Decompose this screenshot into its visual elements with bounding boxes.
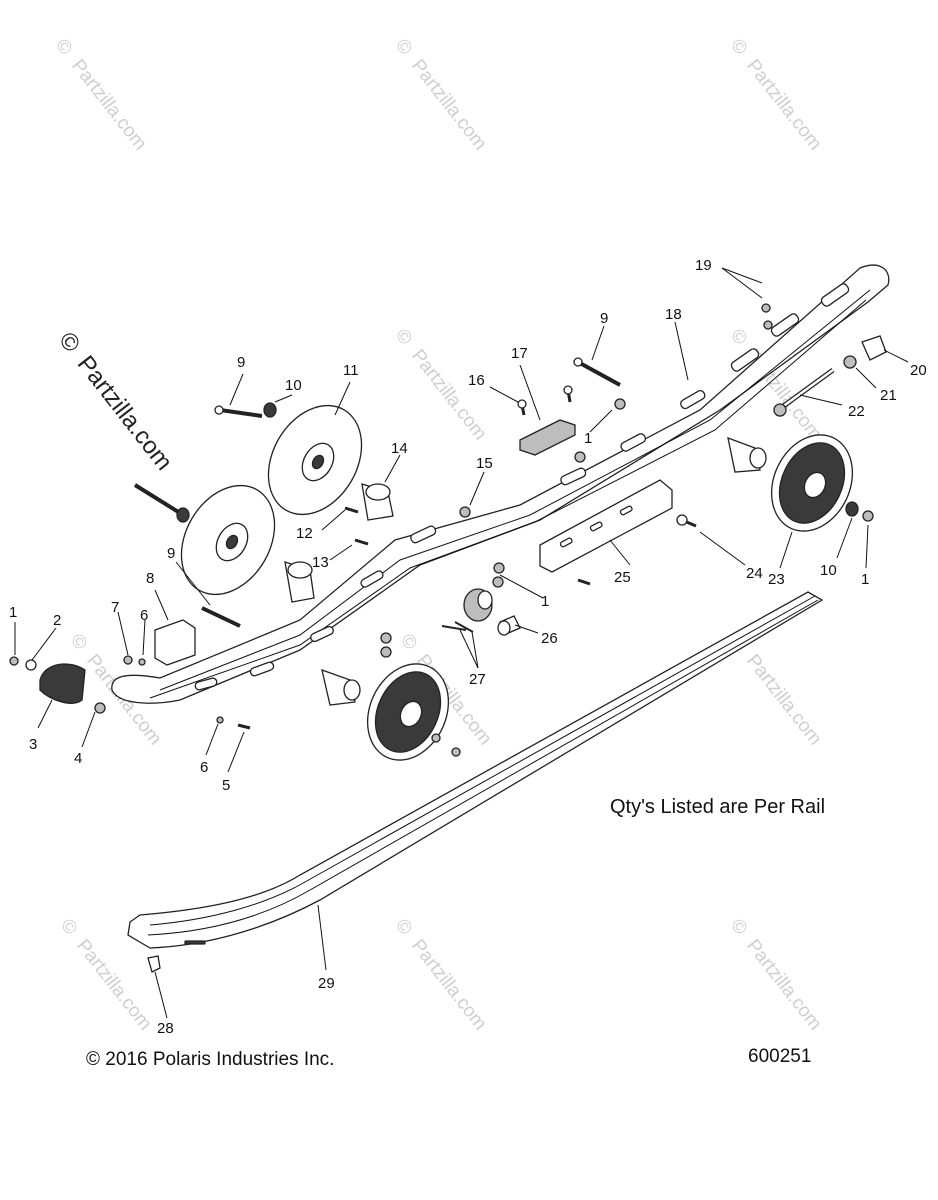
callout-labels: 1 2 3 4 5 6 6 7 8 9 9 9 10 10 11 12 13 1… — [9, 257, 927, 1037]
callout-7: 7 — [111, 599, 119, 616]
watermark-mark-large: © — [53, 327, 85, 358]
rear-wheel — [770, 434, 854, 532]
leader-lines — [14, 267, 909, 1019]
bumper-3 — [39, 663, 86, 704]
shaft-22 — [776, 367, 835, 413]
callout-25: 25 — [614, 569, 631, 586]
slide-block-25 — [539, 479, 673, 573]
pivot-27 — [463, 588, 493, 622]
callout-14: 14 — [391, 440, 408, 457]
slide-rail-wear-strip — [127, 591, 824, 949]
front-wheel — [366, 663, 450, 761]
watermark-text: Partzilla.com — [407, 936, 491, 1035]
watermark-mark: © — [51, 35, 76, 59]
watermark-mark: © — [391, 915, 416, 939]
watermark-text: Partzilla.com — [407, 346, 491, 445]
callout-12: 12 — [296, 525, 313, 542]
watermark-mark: © — [726, 35, 751, 59]
watermark-text: Partzilla.com — [72, 936, 156, 1035]
watermark-text: Partzilla.com — [742, 651, 826, 750]
bracket-20 — [861, 335, 887, 361]
callout-21: 21 — [880, 387, 897, 404]
wheel-mounts — [284, 436, 767, 706]
callout-19: 19 — [695, 257, 712, 274]
watermark-mark: © — [66, 630, 91, 654]
watermark-text: Partzilla.com — [742, 936, 826, 1035]
callout-9: 9 — [167, 545, 175, 562]
callout-18: 18 — [665, 306, 682, 323]
callout-1: 1 — [584, 430, 592, 447]
callout-27: 27 — [469, 671, 486, 688]
callout-28: 28 — [157, 1020, 174, 1037]
callout-1: 1 — [9, 604, 17, 621]
callout-1: 1 — [541, 593, 549, 610]
callout-2: 2 — [53, 612, 61, 629]
watermark-mark: © — [726, 915, 751, 939]
diagram-id: 600251 — [748, 1046, 812, 1067]
callout-15: 15 — [476, 455, 493, 472]
block-8 — [154, 619, 196, 666]
callout-23: 23 — [768, 571, 785, 588]
hardware — [9, 303, 874, 973]
callout-4: 4 — [74, 750, 82, 767]
watermark-mark: © — [391, 35, 416, 59]
callout-10: 10 — [820, 562, 837, 579]
callout-5: 5 — [222, 777, 230, 794]
callout-6: 6 — [140, 607, 148, 624]
callout-13: 13 — [312, 554, 329, 571]
watermark-text: Partzilla.com — [742, 56, 826, 155]
callout-10: 10 — [285, 377, 302, 394]
callout-8: 8 — [146, 570, 154, 587]
callout-24: 24 — [746, 565, 763, 582]
watermark-text: Partzilla.com — [67, 56, 151, 155]
callout-17: 17 — [511, 345, 528, 362]
copyright-text: © 2016 Polaris Industries Inc. — [86, 1049, 335, 1070]
watermark-mark: © — [56, 915, 81, 939]
callout-16: 16 — [468, 372, 485, 389]
watermark-mark: © — [726, 325, 751, 349]
quantity-note: Qty's Listed are Per Rail — [610, 796, 826, 818]
callout-29: 29 — [318, 975, 335, 992]
callout-22: 22 — [848, 403, 865, 420]
callout-9: 9 — [600, 310, 608, 327]
callout-26: 26 — [541, 630, 558, 647]
idler-wheel-upper — [267, 404, 363, 516]
slide-rail-frame — [111, 264, 890, 704]
callout-9: 9 — [237, 354, 245, 371]
watermark-mark: © — [396, 630, 421, 654]
callout-1: 1 — [861, 571, 869, 588]
watermark-text: Partzilla.com — [407, 56, 491, 155]
callout-11: 11 — [343, 362, 359, 379]
callout-20: 20 — [910, 362, 927, 379]
watermark-mark: © — [391, 325, 416, 349]
callout-6: 6 — [200, 759, 208, 776]
idler-wheel-lower — [180, 484, 276, 596]
bracket-17 — [519, 419, 576, 456]
callout-3: 3 — [29, 736, 37, 753]
watermark-text-large: Partzilla.com — [72, 351, 178, 476]
